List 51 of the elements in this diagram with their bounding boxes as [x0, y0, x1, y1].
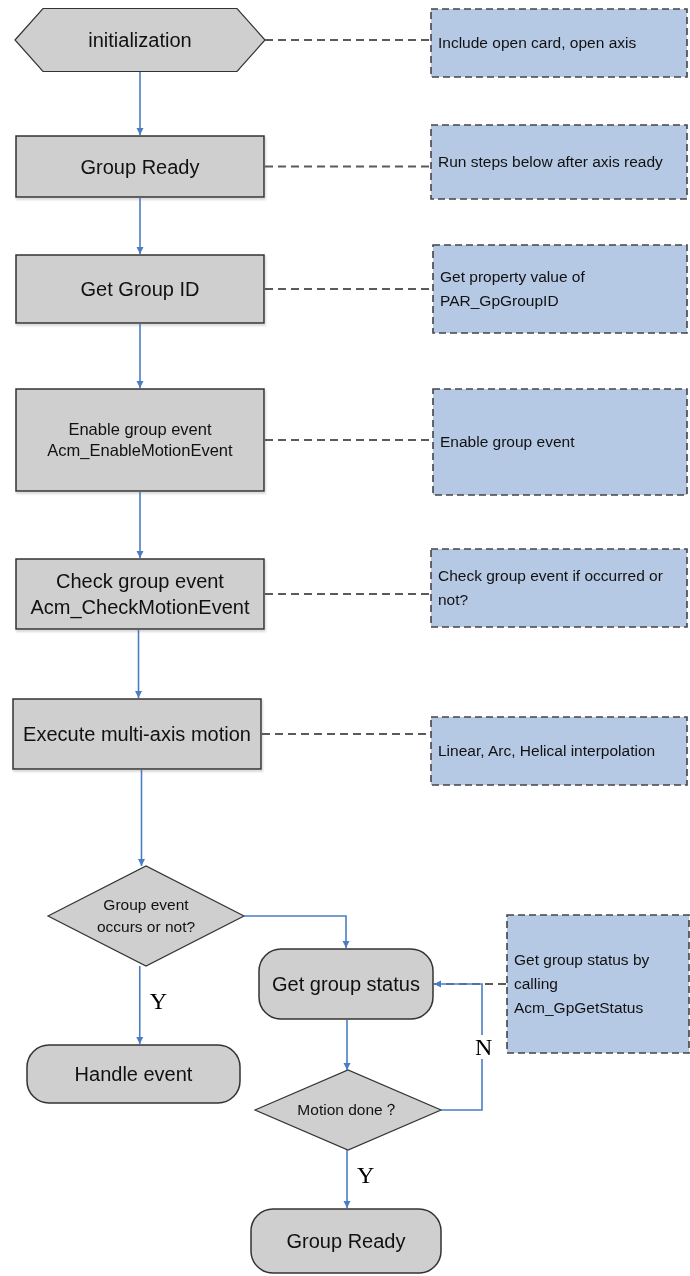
arrow [136, 965, 144, 1045]
node-label: Execute multi-axis motion [23, 722, 251, 747]
arrow [243, 915, 350, 949]
note-box [430, 548, 688, 628]
node-label: Get group status [272, 972, 420, 997]
arrow [136, 323, 144, 389]
node-label: Group event occurs or not? [95, 895, 197, 937]
decision-diamond [48, 866, 244, 966]
rounded-process-box [250, 1208, 442, 1274]
node-label: Group Ready [80, 154, 200, 180]
arrow [136, 197, 144, 255]
process-box [15, 388, 265, 492]
note-box [430, 716, 688, 786]
decision-diamond [255, 1070, 441, 1150]
arrow [343, 1019, 351, 1071]
node-label: Handle event [74, 1062, 193, 1087]
node-label: Check group event Acm_CheckMotionEvent [29, 569, 251, 620]
process-box [15, 135, 265, 198]
arrow [135, 629, 142, 699]
note-text: Include open card, open axis [438, 33, 637, 53]
start-hexagon [15, 8, 265, 72]
note-box [430, 8, 688, 78]
rounded-process-box [26, 1044, 241, 1104]
node-label: Group Ready [286, 1229, 406, 1254]
edge-label: N [473, 1035, 495, 1059]
rounded-process-box [258, 948, 434, 1020]
note-text: Check group event if occurred or not? [438, 566, 664, 610]
arrow [138, 769, 145, 867]
node-label: Motion done？ [297, 1100, 399, 1121]
arrow [136, 71, 144, 136]
dashed-connector [264, 593, 431, 595]
dashed-connector [264, 39, 431, 41]
note-text: Get group status by calling Acm_GpGetStatus [514, 949, 651, 1018]
note-box [432, 244, 688, 334]
node-label: Get Group ID [80, 277, 200, 302]
note-text: Linear, Arc, Helical interpolation [438, 741, 656, 761]
note-text: Run steps below after axis ready [438, 152, 663, 172]
note-box [432, 388, 688, 496]
arrow [343, 1149, 351, 1209]
process-box [15, 254, 265, 324]
arrow [433, 980, 483, 1111]
process-box [12, 698, 262, 770]
node-label: initialization [88, 28, 192, 53]
note-text: Enable group event [440, 432, 575, 452]
process-box [15, 558, 265, 630]
arrow [136, 491, 144, 559]
note-box [506, 914, 690, 1054]
node-label: Enable group event Acm_EnableMotionEvent [46, 418, 234, 461]
note-text: Get property value of PAR_GpGroupID [440, 267, 586, 311]
note-box [430, 124, 688, 200]
dashed-connector [264, 165, 431, 168]
